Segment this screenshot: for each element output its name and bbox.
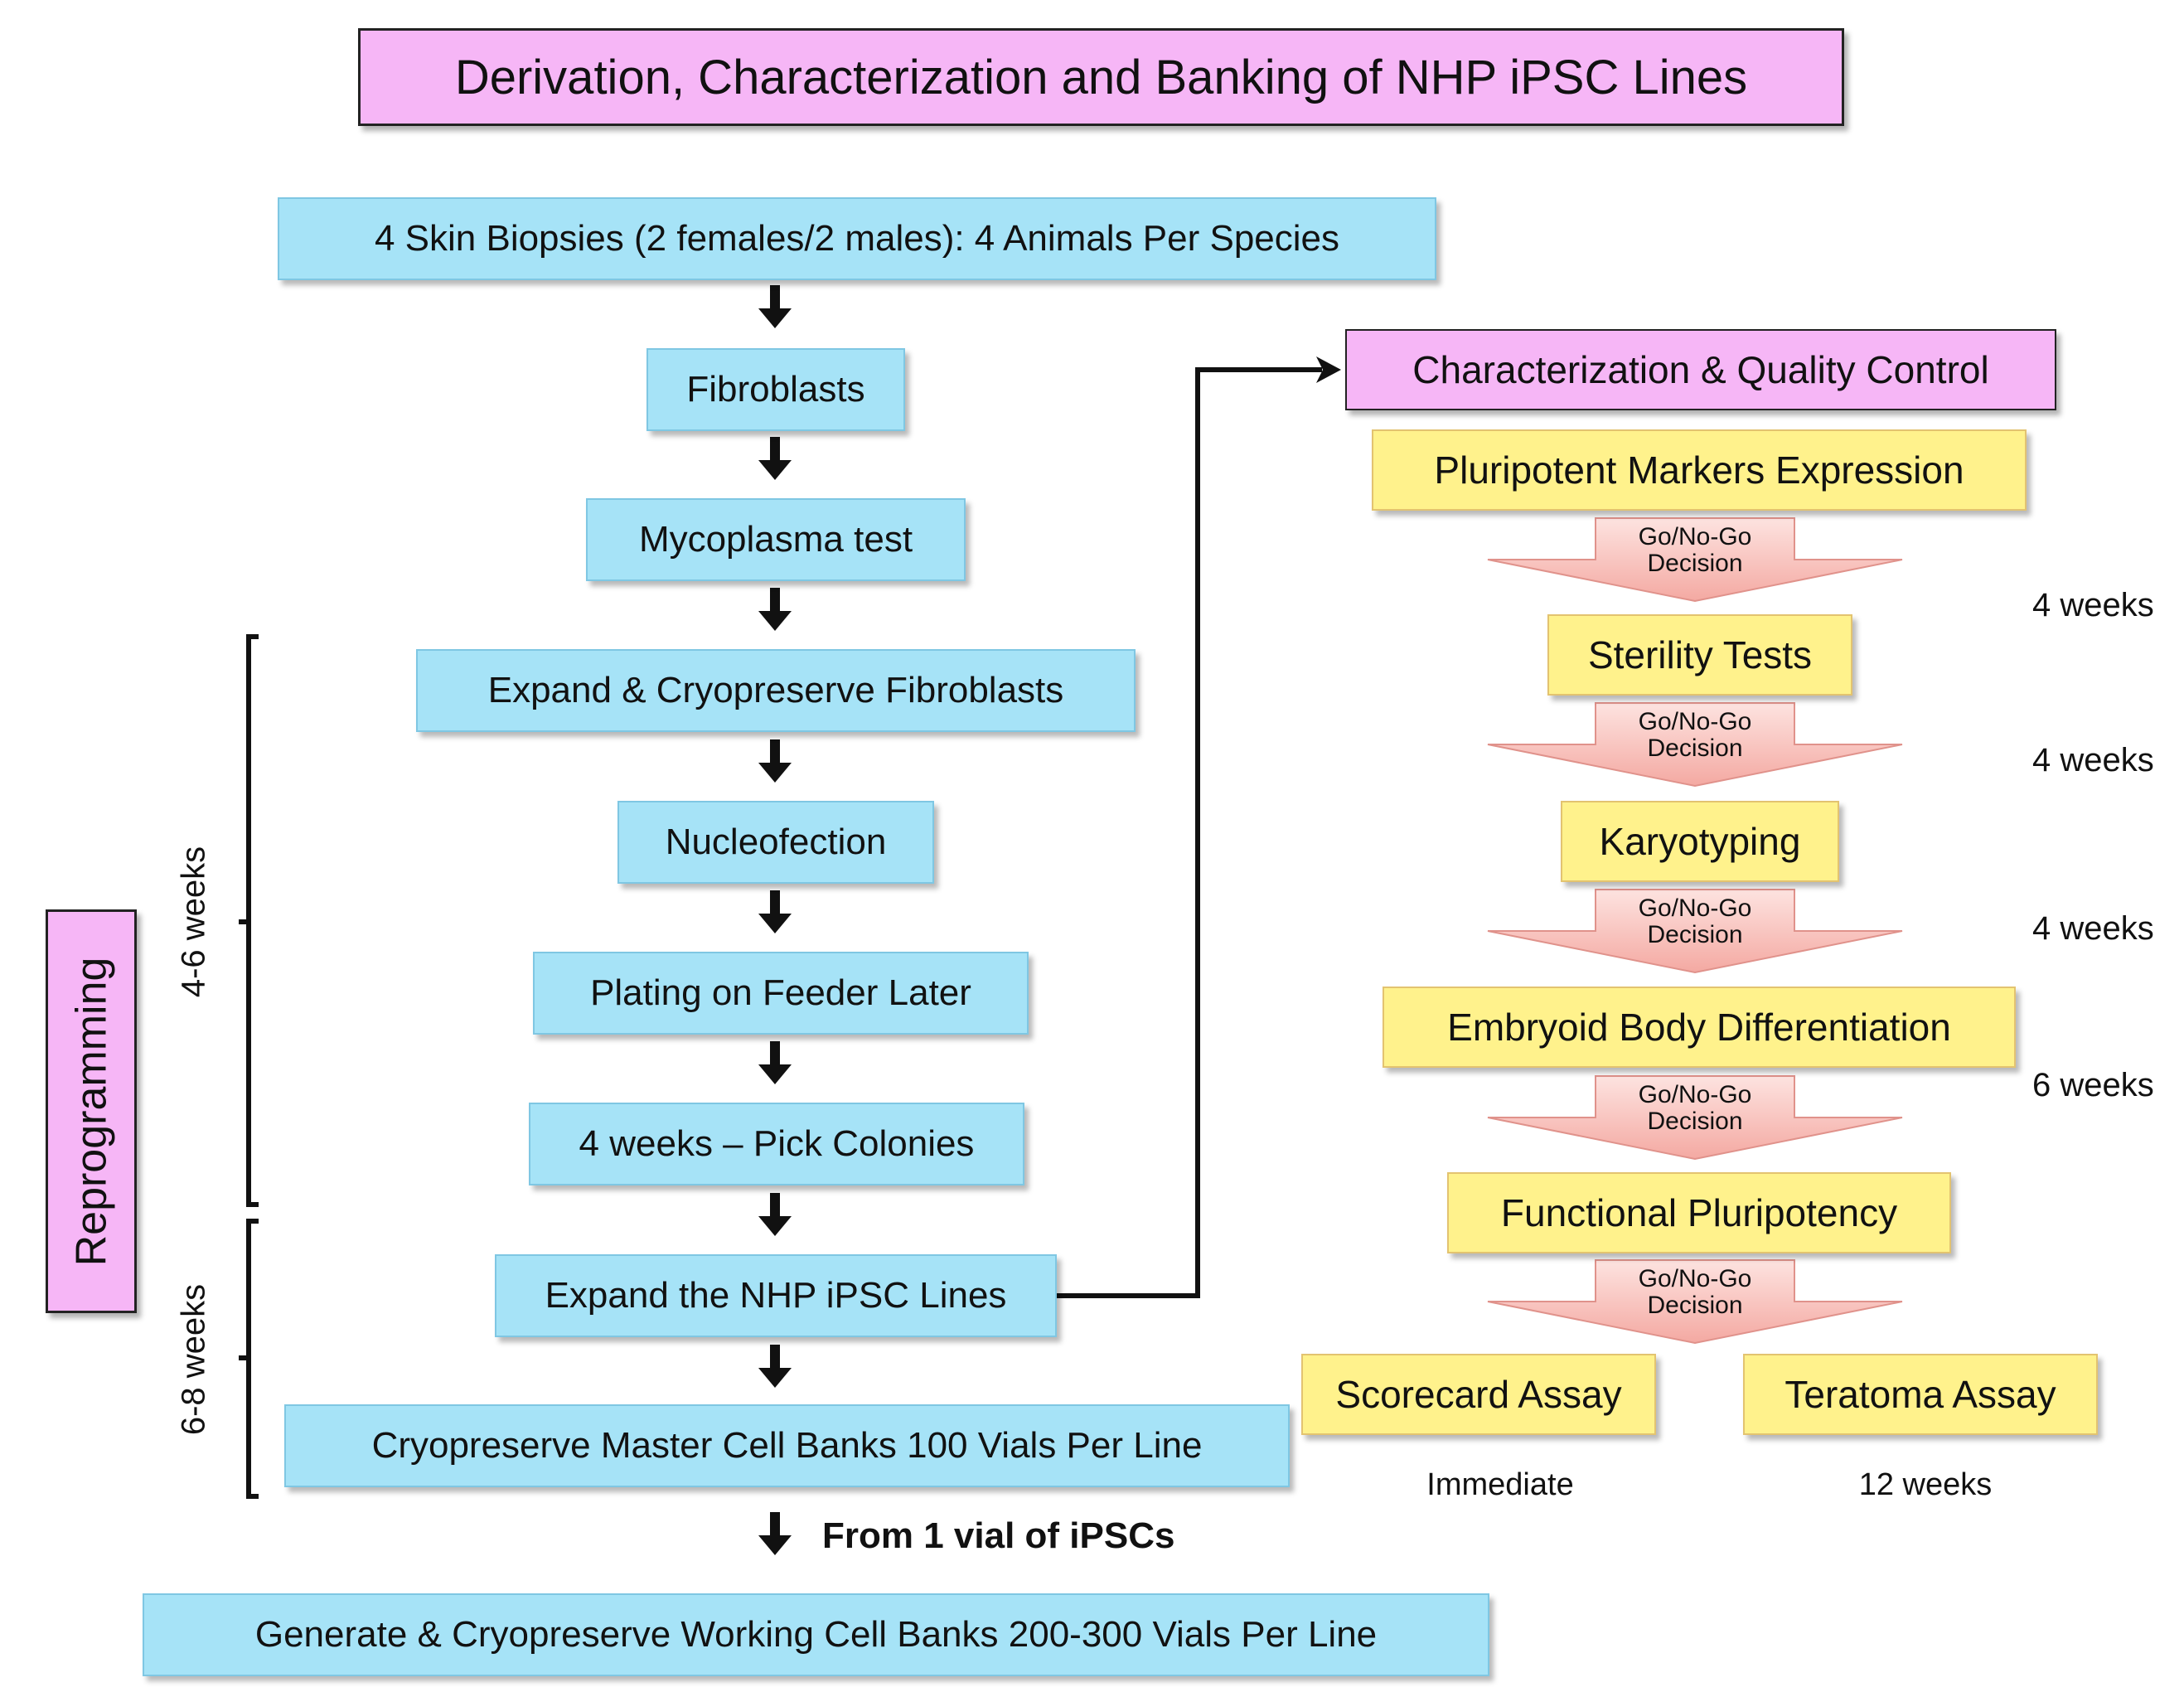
decision-go-no-go: Go/No-Go	[1638, 523, 1752, 550]
decision-word: Decision	[1647, 921, 1743, 948]
decision-go-no-go: Go/No-Go	[1638, 1265, 1752, 1292]
step-expand-ipsc-lines: Expand the NHP iPSC Lines	[495, 1254, 1057, 1337]
qc-sterility-tests: Sterility Tests	[1547, 614, 1852, 696]
qc-embryoid-body: Embryoid Body Differentiation	[1383, 987, 2016, 1068]
arrow-down-2	[758, 437, 792, 480]
bracket-6-8-weeks	[239, 1219, 259, 1499]
decision-word: Decision	[1647, 1108, 1743, 1135]
diagram-title: Derivation, Characterization and Banking…	[358, 28, 1844, 126]
bracket-4-6-weeks	[239, 634, 259, 1207]
arrow-down-7	[758, 1193, 792, 1236]
reprogramming-text: Reprogramming	[67, 957, 115, 1266]
qc-pluripotent-markers: Pluripotent Markers Expression	[1372, 429, 2027, 511]
decision-label-2: Go/No-Go Decision	[1554, 709, 1836, 762]
arrow-down-3	[758, 588, 792, 631]
qc-karyotyping: Karyotyping	[1561, 801, 1839, 882]
step-mycoplasma-test: Mycoplasma test	[586, 498, 966, 581]
step-pick-colonies: 4 weeks – Pick Colonies	[529, 1103, 1024, 1185]
qc-teratoma-assay: Teratoma Assay	[1743, 1354, 2098, 1435]
decision-go-no-go: Go/No-Go	[1638, 894, 1752, 922]
step-skin-biopsies: 4 Skin Biopsies (2 females/2 males): 4 A…	[278, 197, 1436, 280]
qc-functional-pluripotency: Functional Pluripotency	[1447, 1172, 1951, 1253]
arrow-down-5	[758, 890, 792, 933]
decision-word: Decision	[1647, 1292, 1743, 1319]
step-fibroblasts: Fibroblasts	[646, 348, 905, 431]
qc-header: Characterization & Quality Control	[1345, 329, 2056, 410]
reprogramming-label: Reprogramming	[46, 909, 137, 1313]
arrow-down-9	[758, 1512, 792, 1555]
decision-label-3: Go/No-Go Decision	[1554, 895, 1836, 948]
duration-6-8-weeks: 6-8 weeks	[175, 1283, 212, 1436]
arrow-down-4	[758, 739, 792, 783]
scorecard-time: Immediate	[1426, 1467, 1574, 1502]
step-expand-cryopreserve-fibroblasts: Expand & Cryopreserve Fibroblasts	[416, 649, 1136, 732]
teratoma-time: 12 weeks	[1858, 1467, 1993, 1502]
arrow-down-8	[758, 1345, 792, 1388]
decision-go-no-go: Go/No-Go	[1638, 1081, 1752, 1108]
qc-scorecard-assay: Scorecard Assay	[1301, 1354, 1656, 1435]
connector-arrowhead	[1316, 356, 1341, 383]
step-working-cell-banks: Generate & Cryopreserve Working Cell Ban…	[143, 1593, 1489, 1676]
decision-word: Decision	[1647, 550, 1743, 577]
step-plating-feeder: Plating on Feeder Later	[533, 952, 1029, 1035]
qc-duration-1: 4 weeks	[2032, 587, 2154, 623]
decision-word: Decision	[1647, 734, 1743, 762]
arrow-down-1	[758, 285, 792, 328]
arrow-down-6	[758, 1041, 792, 1084]
decision-go-no-go: Go/No-Go	[1638, 708, 1752, 735]
decision-label-1: Go/No-Go Decision	[1554, 524, 1836, 577]
step-master-cell-banks: Cryopreserve Master Cell Banks 100 Vials…	[284, 1404, 1290, 1487]
connector-to-qc	[1057, 367, 1322, 1298]
decision-label-4: Go/No-Go Decision	[1554, 1082, 1836, 1135]
qc-duration-3: 4 weeks	[2032, 910, 2154, 947]
from-vial-label: From 1 vial of iPSCs	[822, 1515, 1175, 1556]
qc-duration-2: 4 weeks	[2032, 742, 2154, 778]
qc-duration-4: 6 weeks	[2032, 1067, 2154, 1103]
step-nucleofection: Nucleofection	[617, 801, 934, 884]
decision-label-5: Go/No-Go Decision	[1554, 1266, 1836, 1319]
duration-4-6-weeks: 4-6 weeks	[175, 846, 212, 998]
